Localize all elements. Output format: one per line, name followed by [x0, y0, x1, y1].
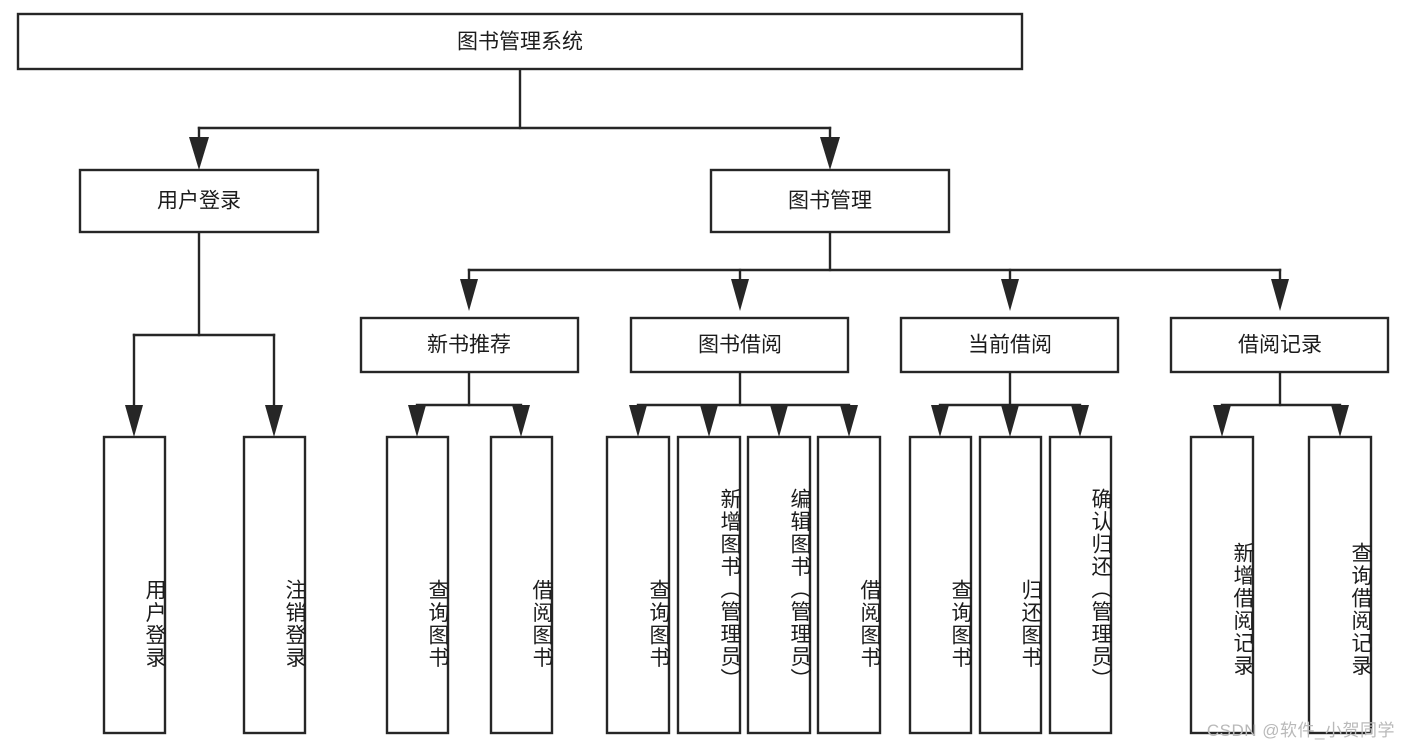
leaf-box-add-borrow-record[interactable]	[1189, 435, 1255, 735]
node-book-borrow[interactable]: 图书借阅	[629, 316, 850, 374]
arrowhead-cb-leaf-3	[1071, 405, 1089, 437]
leaf-box-borrow-book-b[interactable]	[816, 435, 882, 735]
arrowhead-ul-to-logout	[265, 405, 283, 437]
connector-group-user-login	[125, 230, 283, 437]
leaf-box-query-borrow-record[interactable]	[1307, 435, 1373, 735]
connector-group-borrow-record	[1213, 370, 1349, 437]
node-user-login-box[interactable]	[78, 168, 320, 234]
leaf-box-edit-book-admin[interactable]	[746, 435, 812, 735]
node-book-mgmt-label: 图书管理	[788, 190, 872, 213]
connector-group-new-book-rec	[408, 370, 530, 437]
node-book-mgmt-box[interactable]	[709, 168, 951, 234]
node-borrow-record-box[interactable]	[1169, 316, 1390, 374]
arrowhead-bb-leaf-2	[700, 405, 718, 437]
leaf-box-borrow-book-a[interactable]	[489, 435, 554, 735]
connector-group-book-mgmt	[460, 230, 1289, 311]
arrowhead-root-to-user-login	[189, 137, 209, 170]
arrowhead-root-to-book-mgmt	[820, 137, 840, 170]
leaf-box-add-book-admin[interactable]	[676, 435, 742, 735]
arrowhead-bm-to-borrow	[731, 279, 749, 311]
arrowhead-ul-to-login	[125, 405, 143, 437]
node-book-borrow-label: 图书借阅	[698, 334, 782, 357]
arrowhead-br-leaf-1	[1213, 405, 1231, 437]
node-root[interactable]: 图书管理系统	[16, 12, 1024, 71]
connector-group-book-borrow	[629, 370, 858, 437]
arrowhead-bm-to-record	[1271, 279, 1289, 311]
arrowhead-bb-leaf-3	[770, 405, 788, 437]
arrowhead-br-leaf-2	[1331, 405, 1349, 437]
csdn-watermark: CSDN @软件_小贺同学	[1206, 721, 1395, 740]
arrowhead-cb-leaf-1	[931, 405, 949, 437]
connector-group-current-borrow	[931, 370, 1089, 437]
node-new-book-rec-label: 新书推荐	[427, 334, 511, 357]
node-book-mgmt[interactable]: 图书管理	[709, 168, 951, 234]
leaf-boxes	[102, 435, 1373, 735]
arrowhead-bm-to-current	[1001, 279, 1019, 311]
node-user-login-label: 用户登录	[157, 190, 241, 213]
node-current-borrow-label: 当前借阅	[968, 334, 1052, 357]
leaf-box-logout[interactable]	[242, 435, 307, 735]
node-new-book-rec-box[interactable]	[359, 316, 580, 374]
leaf-box-query-book-b[interactable]	[605, 435, 671, 735]
node-book-borrow-box[interactable]	[629, 316, 850, 374]
leaf-box-query-book-c[interactable]	[908, 435, 973, 735]
node-root-label: 图书管理系统	[457, 31, 583, 54]
node-current-borrow[interactable]: 当前借阅	[899, 316, 1120, 374]
arrowhead-cb-leaf-2	[1001, 405, 1019, 437]
arrowhead-bb-leaf-4	[840, 405, 858, 437]
node-borrow-record[interactable]: 借阅记录	[1169, 316, 1390, 374]
node-user-login[interactable]: 用户登录	[78, 168, 320, 234]
leaf-box-confirm-return-admin[interactable]	[1048, 435, 1113, 735]
arrowhead-bb-leaf-1	[629, 405, 647, 437]
leaf-box-user-login[interactable]	[102, 435, 167, 735]
connector-group-root	[189, 67, 840, 170]
arrowhead-nb-leaf-2	[512, 405, 530, 437]
leaf-box-query-book-a[interactable]	[385, 435, 450, 735]
node-borrow-record-label: 借阅记录	[1238, 334, 1322, 357]
leaf-box-return-book[interactable]	[978, 435, 1043, 735]
arrowhead-bm-to-newbook	[460, 279, 478, 311]
node-root-box[interactable]	[16, 12, 1024, 71]
arrowhead-nb-leaf-1	[408, 405, 426, 437]
node-current-borrow-box[interactable]	[899, 316, 1120, 374]
node-new-book-rec[interactable]: 新书推荐	[359, 316, 580, 374]
